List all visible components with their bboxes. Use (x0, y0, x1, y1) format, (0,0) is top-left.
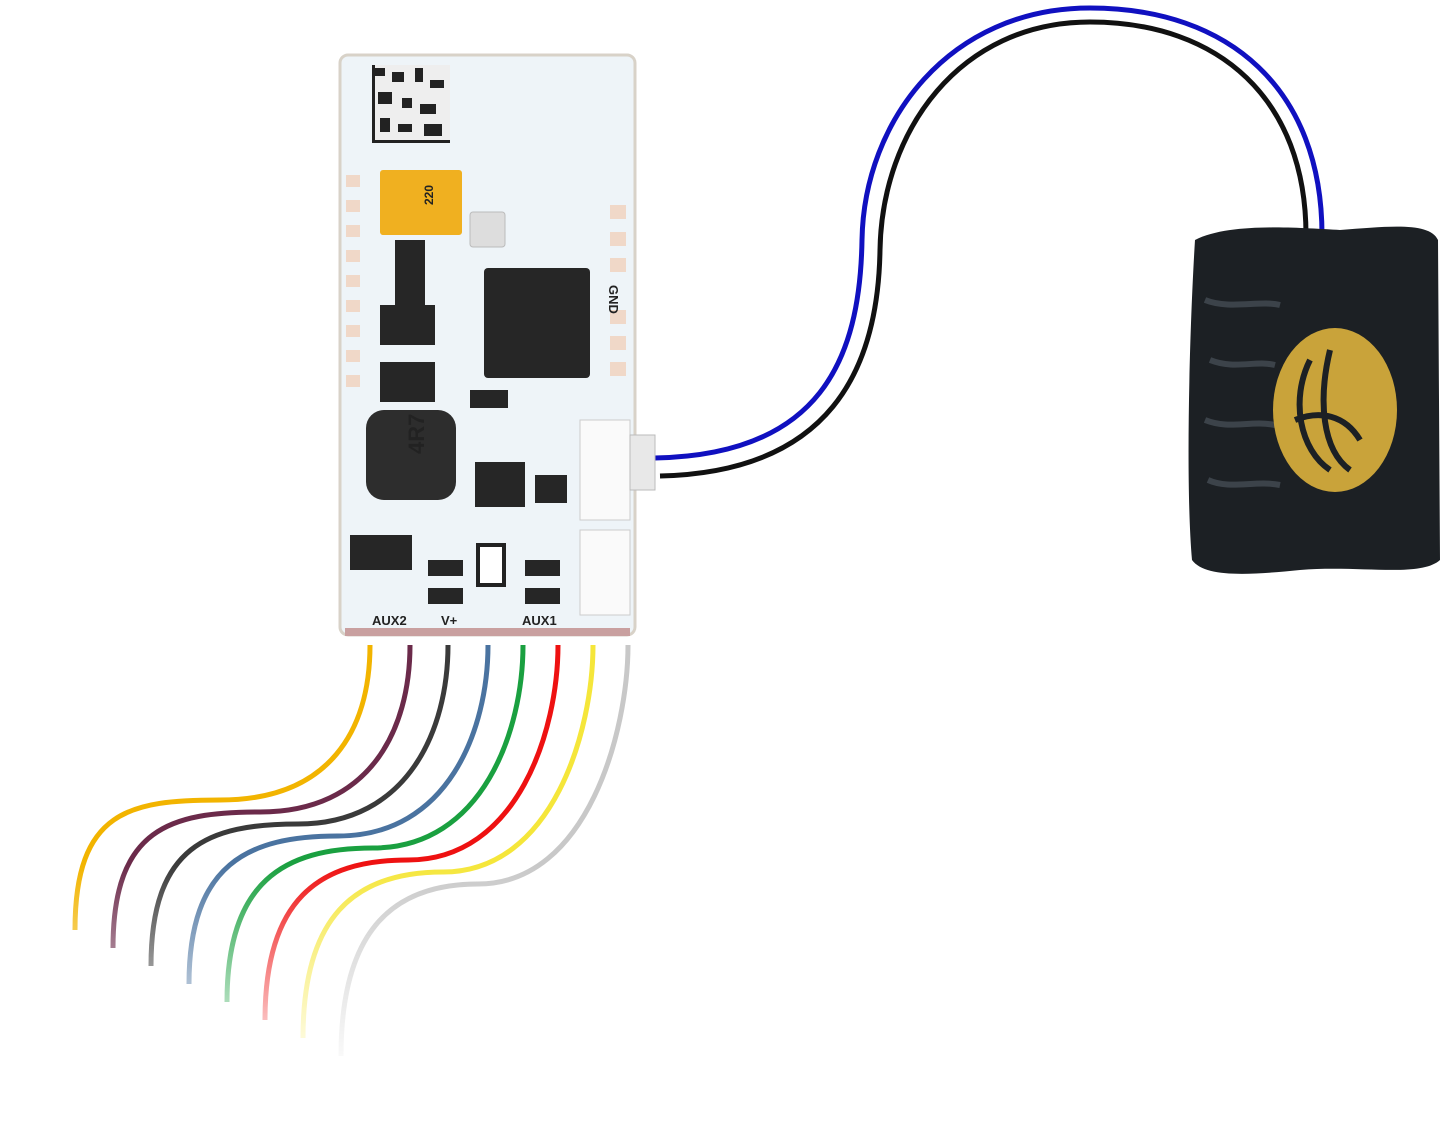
harness-wire (110, 644, 413, 949)
speaker-wire-blue (654, 5, 1325, 461)
microcontroller-chip (484, 268, 590, 378)
harness-wire (148, 644, 451, 967)
speaker (1188, 226, 1440, 574)
inductor-marking: 4R7 (404, 414, 429, 454)
capacitor-marking: 220 (422, 185, 436, 205)
tantalum-capacitor (380, 170, 462, 235)
speaker-cable (654, 5, 1325, 479)
inductor (366, 410, 456, 500)
wire-harness (72, 644, 631, 1057)
harness-wire (186, 644, 491, 985)
datamatrix-code (372, 65, 450, 143)
label-gnd: GND (606, 285, 621, 314)
label-vplus: V+ (441, 613, 458, 628)
decoder-board: 220 4R7 GND AUX2 V+ AUX1 (338, 53, 656, 637)
harness-wire (224, 644, 526, 1003)
label-aux1: AUX1 (522, 613, 557, 628)
speaker-wire-black (659, 19, 1309, 479)
harness-wire (262, 644, 561, 1021)
harness-wire (338, 644, 631, 1057)
speaker-logo (1273, 328, 1397, 492)
harness-wire (300, 644, 596, 1039)
harness-wire (72, 644, 373, 931)
label-aux2: AUX2 (372, 613, 407, 628)
